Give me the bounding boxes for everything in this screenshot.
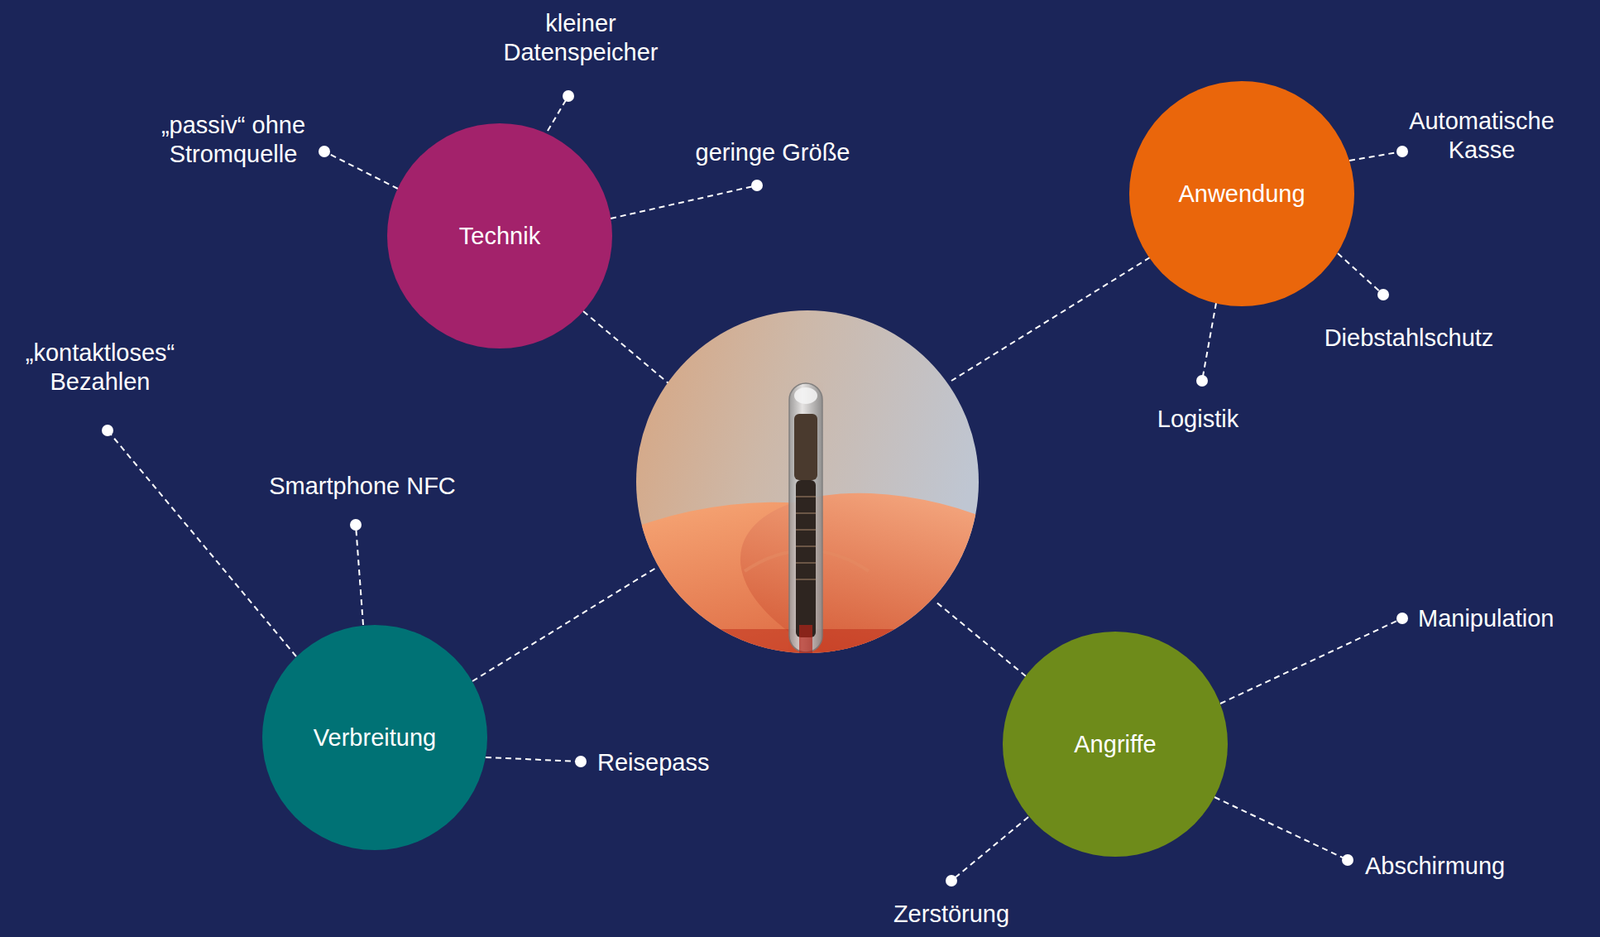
leaf-label: Zerstörung: [893, 899, 1010, 929]
leaf-label: „passiv“ ohne Stromquelle: [134, 110, 333, 169]
leaf-label: Automatische Kasse: [1386, 106, 1577, 165]
leaf-label: „kontaktloses“ Bezahlen: [4, 338, 196, 397]
leaf-label: geringe Größe: [695, 138, 851, 168]
leaf-label: Smartphone NFC: [268, 471, 456, 501]
category-text: Angriffe: [1073, 729, 1156, 759]
category-circle: Anwendung: [1129, 81, 1355, 307]
category-circle: Verbreitung: [262, 624, 488, 850]
leaf-label: kleiner Datenspeicher: [481, 9, 681, 68]
leaf-label: Logistik: [1157, 404, 1239, 434]
leaf-label: Reisepass: [597, 747, 709, 777]
category-circle: Technik: [387, 123, 613, 349]
category-text: Technik: [459, 221, 541, 251]
leaf-label: Diebstahlschutz: [1324, 323, 1495, 353]
leaf-label: Abschirmung: [1365, 851, 1505, 881]
leaf-label: Manipulation: [1417, 603, 1554, 633]
category-text: Anwendung: [1178, 179, 1305, 209]
category-text: Verbreitung: [313, 723, 436, 753]
category-circle: Angriffe: [1002, 631, 1228, 857]
